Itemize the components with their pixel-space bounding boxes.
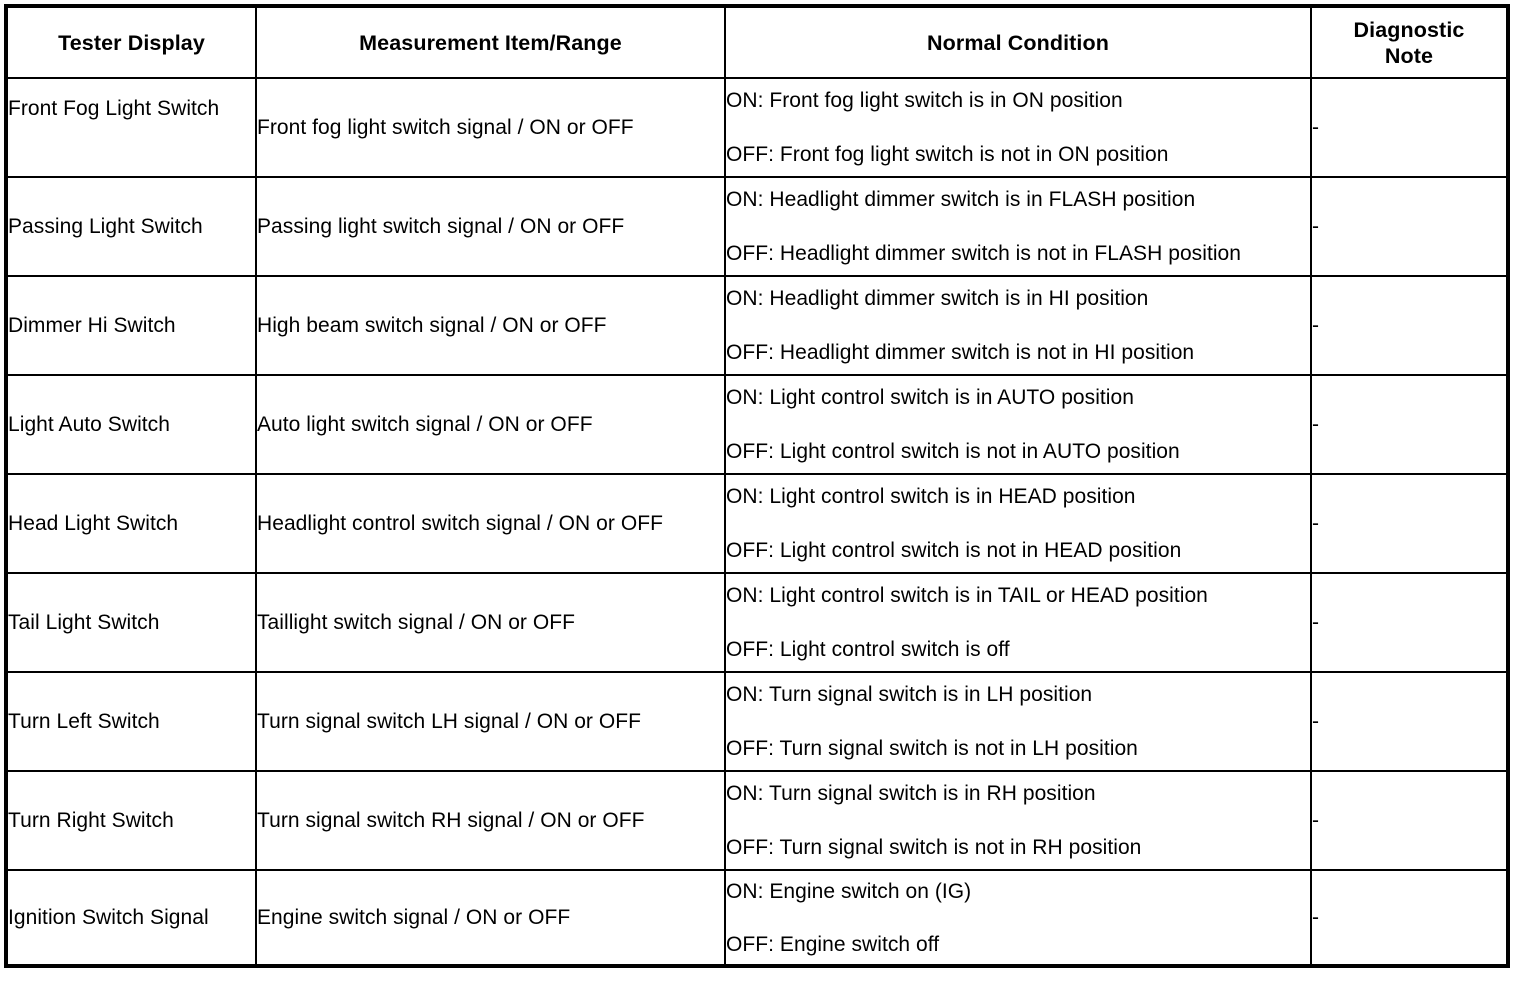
cell-tester-display: Front Fog Light Switch: [5, 77, 257, 178]
cell-measurement-item: Taillight switch signal / ON or OFF: [255, 572, 726, 673]
cell-measurement-item: Headlight control switch signal / ON or …: [255, 473, 726, 574]
normal-condition-on: ON: Headlight dimmer switch is in FLASH …: [726, 188, 1196, 211]
column-header-diagnostic-note-line2: Note: [1384, 43, 1434, 68]
normal-condition-off: OFF: Light control switch is not in AUTO…: [726, 440, 1180, 463]
cell-diagnostic-note: -: [1310, 275, 1509, 376]
cell-tester-display: Passing Light Switch: [5, 176, 257, 277]
cell-diagnostic-note: -: [1310, 473, 1509, 574]
cell-tester-display: Turn Right Switch: [5, 770, 257, 871]
column-header-measurement-item-range: Measurement Item/Range: [255, 5, 726, 79]
cell-tester-display: Turn Left Switch: [5, 671, 257, 772]
cell-tester-display: Head Light Switch: [5, 473, 257, 574]
cell-normal-condition: ON: Turn signal switch is in LH position…: [724, 671, 1312, 772]
cell-normal-condition: ON: Turn signal switch is in RH position…: [724, 770, 1312, 871]
cell-tester-display: Dimmer Hi Switch: [5, 275, 257, 376]
cell-diagnostic-note: -: [1310, 176, 1509, 277]
cell-normal-condition: ON: Light control switch is in TAIL or H…: [724, 572, 1312, 673]
cell-normal-condition: ON: Headlight dimmer switch is in FLASH …: [724, 176, 1312, 277]
cell-normal-condition: ON: Engine switch on (IG) OFF: Engine sw…: [724, 869, 1312, 967]
cell-tester-display: Light Auto Switch: [5, 374, 257, 475]
normal-condition-on: ON: Light control switch is in AUTO posi…: [726, 386, 1134, 409]
table-row: Tail Light Switch Taillight switch signa…: [5, 572, 1509, 673]
cell-measurement-item: Front fog light switch signal / ON or OF…: [255, 77, 726, 178]
table-row: Passing Light Switch Passing light switc…: [5, 176, 1509, 277]
table-row: Front Fog Light Switch Front fog light s…: [5, 77, 1509, 178]
normal-condition-off: OFF: Turn signal switch is not in LH pos…: [726, 737, 1138, 760]
tester-data-list-table: Tester Display Measurement Item/Range No…: [4, 4, 1510, 968]
cell-normal-condition: ON: Light control switch is in HEAD posi…: [724, 473, 1312, 574]
column-header-tester-display: Tester Display: [5, 5, 257, 79]
table-row: Dimmer Hi Switch High beam switch signal…: [5, 275, 1509, 376]
cell-measurement-item: Turn signal switch RH signal / ON or OFF: [255, 770, 726, 871]
cell-measurement-item: Auto light switch signal / ON or OFF: [255, 374, 726, 475]
cell-diagnostic-note: -: [1310, 770, 1509, 871]
normal-condition-on: ON: Front fog light switch is in ON posi…: [726, 89, 1123, 112]
cell-tester-display: Ignition Switch Signal: [5, 869, 257, 967]
column-header-diagnostic-note-line1: Diagnostic: [1353, 17, 1465, 42]
normal-condition-off: OFF: Headlight dimmer switch is not in H…: [726, 341, 1195, 364]
cell-measurement-item: Turn signal switch LH signal / ON or OFF: [255, 671, 726, 772]
column-header-normal-condition: Normal Condition: [724, 5, 1312, 79]
normal-condition-on: ON: Turn signal switch is in LH position: [726, 683, 1093, 706]
cell-diagnostic-note: -: [1310, 671, 1509, 772]
normal-condition-off: OFF: Light control switch is off: [726, 638, 1010, 661]
normal-condition-off: OFF: Engine switch off: [726, 932, 940, 956]
normal-condition-on: ON: Headlight dimmer switch is in HI pos…: [726, 287, 1149, 310]
cell-diagnostic-note: -: [1310, 572, 1509, 673]
cell-normal-condition: ON: Front fog light switch is in ON posi…: [724, 77, 1312, 178]
table-body: Front Fog Light Switch Front fog light s…: [5, 77, 1509, 967]
table-row: Turn Right Switch Turn signal switch RH …: [5, 770, 1509, 871]
normal-condition-on: ON: Engine switch on (IG): [726, 879, 972, 903]
cell-diagnostic-note: -: [1310, 77, 1509, 178]
table-header: Tester Display Measurement Item/Range No…: [5, 5, 1509, 79]
cell-measurement-item: Passing light switch signal / ON or OFF: [255, 176, 726, 277]
table-row: Turn Left Switch Turn signal switch LH s…: [5, 671, 1509, 772]
normal-condition-off: OFF: Headlight dimmer switch is not in F…: [726, 242, 1241, 265]
table-row: Ignition Switch Signal Engine switch sig…: [5, 869, 1509, 967]
table-row: Head Light Switch Headlight control swit…: [5, 473, 1509, 574]
cell-normal-condition: ON: Headlight dimmer switch is in HI pos…: [724, 275, 1312, 376]
cell-tester-display: Tail Light Switch: [5, 572, 257, 673]
normal-condition-on: ON: Turn signal switch is in RH position: [726, 782, 1096, 805]
normal-condition-on: ON: Light control switch is in TAIL or H…: [726, 584, 1208, 607]
normal-condition-on: ON: Light control switch is in HEAD posi…: [726, 485, 1136, 508]
column-header-diagnostic-note: Diagnostic Note: [1310, 5, 1509, 79]
table-header-row: Tester Display Measurement Item/Range No…: [5, 5, 1509, 79]
cell-diagnostic-note: -: [1310, 869, 1509, 967]
cell-normal-condition: ON: Light control switch is in AUTO posi…: [724, 374, 1312, 475]
normal-condition-off: OFF: Front fog light switch is not in ON…: [726, 143, 1169, 166]
cell-measurement-item: High beam switch signal / ON or OFF: [255, 275, 726, 376]
table-row: Light Auto Switch Auto light switch sign…: [5, 374, 1509, 475]
cell-measurement-item: Engine switch signal / ON or OFF: [255, 869, 726, 967]
normal-condition-off: OFF: Light control switch is not in HEAD…: [726, 539, 1182, 562]
cell-diagnostic-note: -: [1310, 374, 1509, 475]
normal-condition-off: OFF: Turn signal switch is not in RH pos…: [726, 836, 1142, 859]
